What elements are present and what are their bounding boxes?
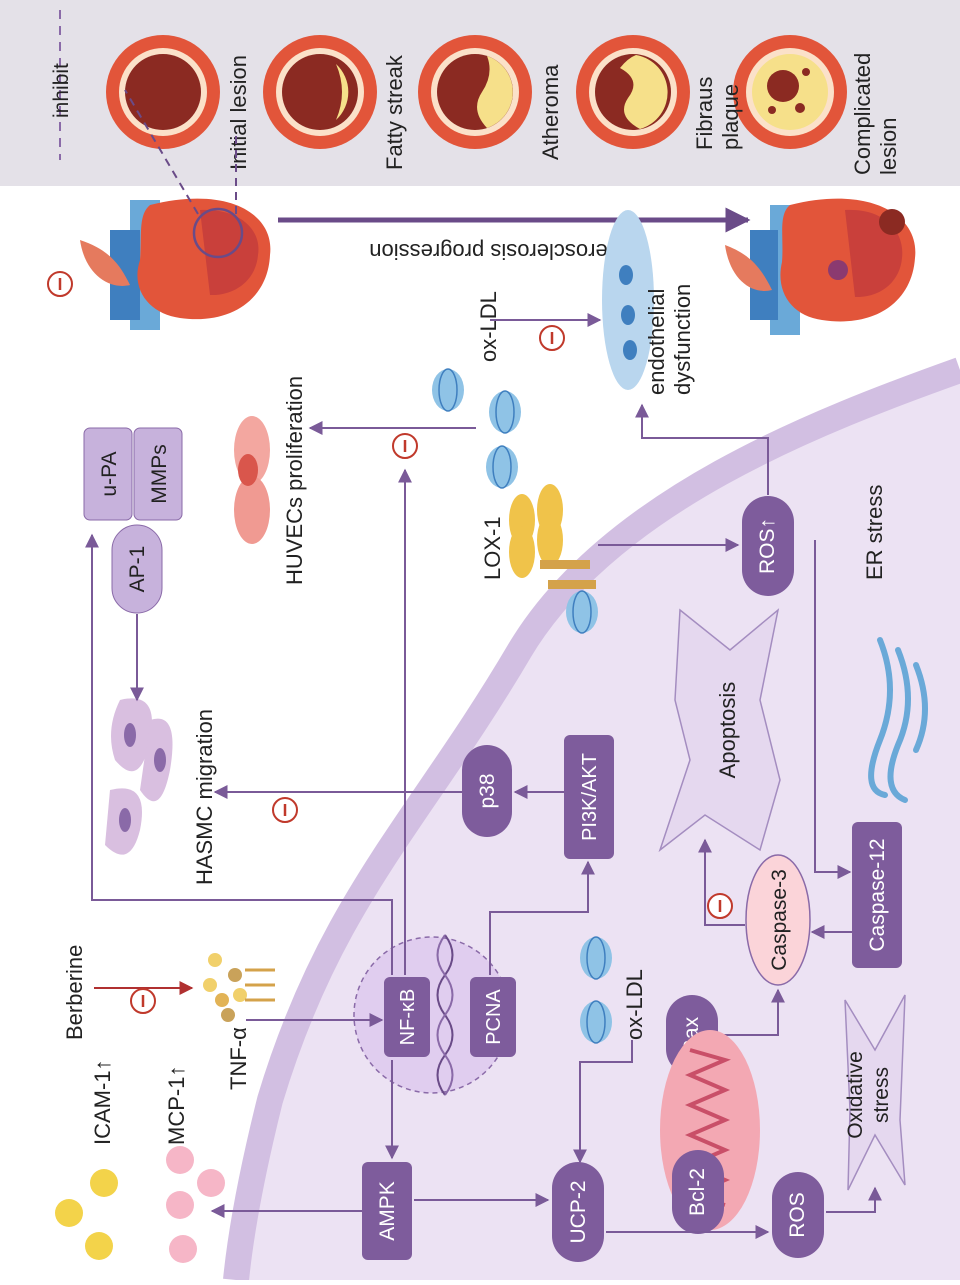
stage-label-fibrous: Fibrausplaque [692,77,743,150]
bax-to-caspase3-line [718,988,785,1036]
upa-label: u-PA [98,451,121,496]
p38-label: p38 [476,773,499,808]
pcna-node [470,977,516,1057]
pcna-label: PCNA [483,989,505,1045]
mcp-label: MCP-1↑ [164,1066,189,1145]
lesion-icon-initial [106,35,220,149]
hasmc-label: HASMC migration [192,709,217,885]
inhibit-icon-endo [539,325,565,351]
inhibit-icon-berberine [130,988,156,1014]
oxldl-particles-top [432,368,521,489]
tnf-label: TNF-α [226,1027,251,1090]
stage-label-complicated: Complicatedlesion [850,53,901,175]
pcna-to-pi3k-line [489,860,595,975]
ap1-node [111,524,163,614]
oxldl-particle-lox [566,590,598,634]
bcl2-node [672,1150,724,1234]
hasmc-cells-icon [105,698,173,855]
upa-node [83,427,133,521]
zoom-line-1 [124,89,199,215]
lox1-label: LOX-1 [480,516,505,580]
caspase12-label: Caspase-12 [866,838,889,951]
ros-label: ROS [786,1192,809,1238]
pi3k-label: PI3K/AKT [579,753,601,841]
oxldl-to-ucp2-line [573,1040,633,1164]
huvec-cells-icon [234,416,270,544]
mcp-particles-icon [166,1146,225,1263]
oxldl-particles-mid [580,936,612,1044]
apoptosis-label: Apoptosis [715,682,740,779]
bcl2-label: Bcl-2 [686,1168,709,1216]
ros-up-node [742,496,794,596]
inhibit-icon-hasmc [272,797,298,823]
ros-to-endo-line [635,403,769,495]
ucp2-label: UCP-2 [567,1180,590,1243]
mmps-node [133,427,183,521]
inhibit-legend: inhibit [50,10,73,160]
nfkb-node [384,977,430,1057]
lesion-icon-complicated [733,35,847,149]
caspase3-node [745,854,811,986]
ampk-node [362,1162,412,1260]
icam-label: ICAM-1↑ [90,1059,115,1145]
inhibit-icon-caspase3 [707,893,733,919]
ros-to-oxidative-line [826,1186,882,1213]
stage-label-initial: Initial lesion [226,55,251,170]
progression-label: Atherosclerosis progression [369,239,640,264]
oxidative-stress-star [844,994,906,1191]
caspase3-label: Caspase-3 [768,869,791,971]
pi3k-node [564,735,614,859]
oxldl-mid-label: ox-LDL [622,969,647,1040]
oxldl-top-label: ox-LDL [476,291,501,362]
lox1-receptor-icon [509,484,596,589]
endothelial-label: endothelialdysfunction [644,284,695,395]
ap1-label: AP-1 [126,546,149,593]
inhibit-label: inhibit [50,63,73,118]
heart-icon-healthy [80,198,271,330]
inhibit-icon-legend [47,271,73,297]
caspase12-node [852,822,902,968]
ros-up-label: ROS↑ [756,518,779,574]
er-organelle-icon [868,637,928,803]
berberine-label: Berberine [62,945,87,1040]
apoptosis-star [658,608,781,853]
nfkb-label: NF-κB [397,989,419,1046]
p38-node [462,745,512,837]
endothelial-cells-icon [602,210,654,390]
ucp2-node [552,1162,604,1262]
ampk-label: AMPK [376,1181,399,1241]
icam-particles-icon [55,1169,118,1260]
nfkb-to-ap1-line [85,533,393,975]
er-to-caspase12-line [814,540,852,879]
lesion-icon-fatty-streak [263,35,377,149]
mmps-label: MMPs [148,444,171,504]
huvec-label: HUVECs proliferation [282,376,307,585]
cell-membrane-edge [223,357,960,1282]
lesion-icon-atheroma [418,35,532,149]
inhibit-icon-huvec [392,433,418,459]
heart-icon-diseased [725,198,916,335]
caspase3-to-apoptosis-line [698,838,745,926]
ros-node [772,1172,824,1258]
dna-helix-icon [436,934,454,1096]
stage-label-atheroma: Atheroma [538,64,563,160]
er-stress-label: ER stress [862,485,887,580]
tnf-receptor-icon [203,953,275,1022]
stage-label-fatty: Fatty streak [382,54,407,170]
lesion-icon-fibrous-plaque [576,35,690,149]
